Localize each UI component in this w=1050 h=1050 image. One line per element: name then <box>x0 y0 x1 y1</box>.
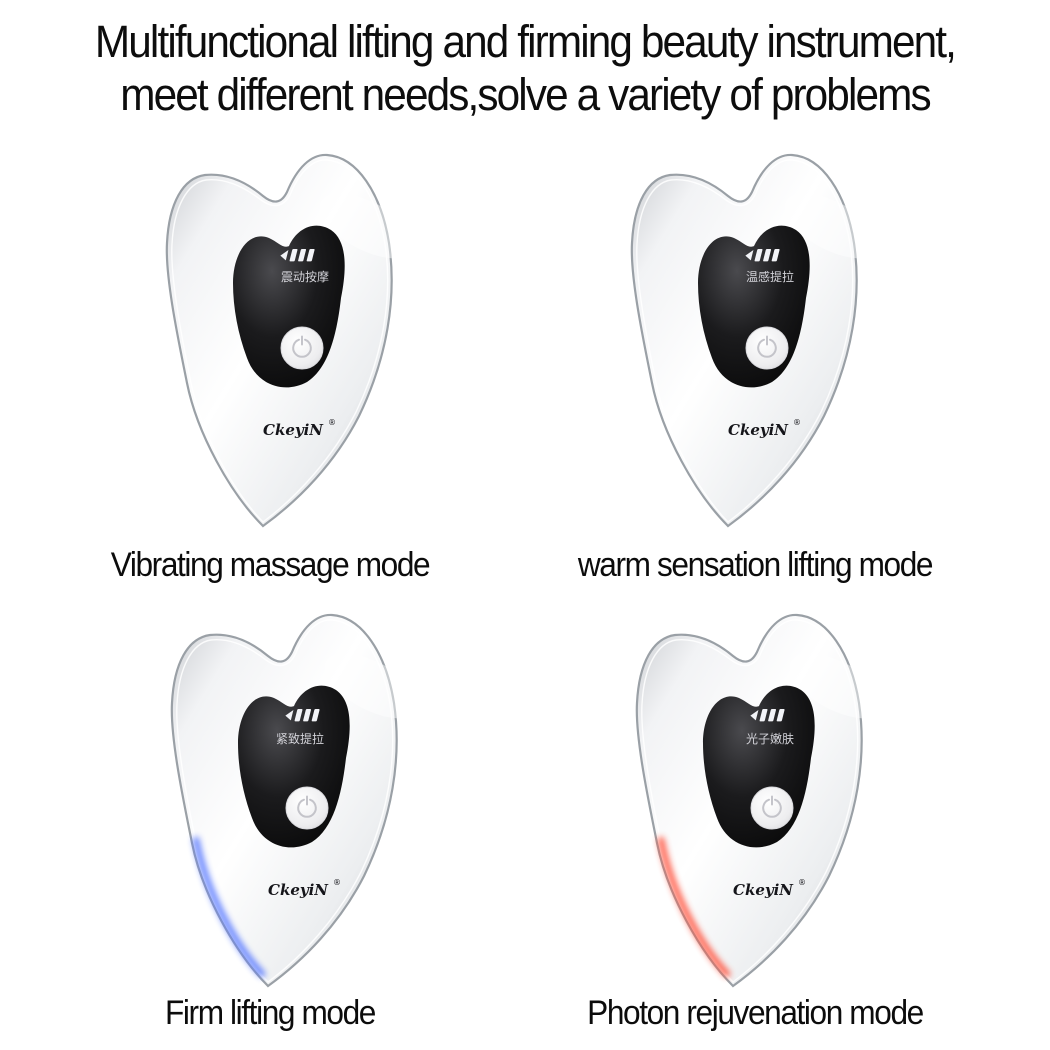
battery-bar <box>763 249 772 262</box>
brand-logo-text: CkeyiN <box>263 421 324 439</box>
mode-display-text: 紧致提拉 <box>276 731 324 746</box>
mode-caption-photon-rejuvenation: Photon rejuvenation mode <box>587 994 924 1032</box>
device-firm-lifting: 紧致提拉 CkeyiN ® <box>140 608 460 1013</box>
battery-arrow <box>280 249 289 261</box>
trademark-symbol: ® <box>333 878 341 887</box>
trademark-symbol: ® <box>798 878 806 887</box>
mode-caption-vibrating-massage: Vibrating massage mode <box>110 546 431 584</box>
headline-line-2: meet different needs,solve a variety of … <box>120 68 931 120</box>
mode-display-text: 光子嫩肤 <box>746 731 794 746</box>
power-button-face <box>750 786 794 830</box>
body-sheen <box>784 193 880 259</box>
power-icon <box>757 338 777 358</box>
device-rim-highlight <box>176 619 394 983</box>
device-rim-highlight <box>641 619 859 983</box>
battery-bar <box>311 709 320 722</box>
battery-bar <box>298 249 307 262</box>
mode-caption-warm-lifting: warm sensation lifting mode <box>577 546 934 584</box>
device-rim-highlight <box>171 159 389 523</box>
battery-bar <box>289 249 298 262</box>
edge-glow-light <box>192 836 266 978</box>
device-warm-lifting: 温感提拉 CkeyiN ® <box>600 148 920 553</box>
power-button <box>745 326 789 370</box>
battery-level-icon <box>745 249 780 262</box>
power-icon <box>292 338 312 358</box>
battery-bar <box>303 709 312 722</box>
power-button <box>280 326 324 370</box>
device-illustration: 温感提拉 CkeyiN ® <box>630 153 880 528</box>
trademark-symbol: ® <box>793 418 801 427</box>
edge-glow-light <box>657 836 731 978</box>
battery-bar <box>771 249 780 262</box>
device-photon-rejuvenation: 光子嫩肤 CkeyiN ® <box>605 608 925 1013</box>
body-sheen <box>319 193 415 259</box>
battery-bar <box>768 709 777 722</box>
battery-arrow <box>750 709 759 721</box>
device-rim-highlight <box>636 159 854 523</box>
battery-bar <box>759 709 768 722</box>
battery-arrow <box>285 709 294 721</box>
brand-logo-text: CkeyiN <box>733 881 794 899</box>
battery-bar <box>754 249 763 262</box>
power-icon <box>297 798 317 818</box>
brand-logo-text: CkeyiN <box>268 881 329 899</box>
battery-arrow <box>745 249 754 261</box>
battery-level-icon <box>750 709 785 722</box>
mode-display-text: 温感提拉 <box>746 269 794 284</box>
battery-bar <box>776 709 785 722</box>
device-illustration: 震动按摩 CkeyiN ® <box>165 153 415 528</box>
power-button-face <box>285 786 329 830</box>
power-button-face <box>745 326 789 370</box>
battery-bar <box>306 249 315 262</box>
power-icon <box>762 798 782 818</box>
power-button <box>285 786 329 830</box>
device-illustration: 紧致提拉 CkeyiN ® <box>170 613 420 988</box>
device-vibrating-massage: 震动按摩 CkeyiN ® <box>135 148 455 553</box>
power-button <box>750 786 794 830</box>
battery-level-icon <box>285 709 320 722</box>
brand-logo-text: CkeyiN <box>728 421 789 439</box>
headline-line-1: Multifunctional lifting and firming beau… <box>94 16 957 67</box>
device-illustration: 光子嫩肤 CkeyiN ® <box>635 613 885 988</box>
mode-caption-firm-lifting: Firm lifting mode <box>165 994 376 1032</box>
battery-bar <box>294 709 303 722</box>
mode-display-text: 震动按摩 <box>281 269 329 284</box>
body-sheen <box>789 653 885 719</box>
trademark-symbol: ® <box>328 418 336 427</box>
power-button-face <box>280 326 324 370</box>
body-sheen <box>324 653 420 719</box>
battery-level-icon <box>280 249 315 262</box>
headline: Multifunctional lifting and firming beau… <box>32 16 1019 121</box>
